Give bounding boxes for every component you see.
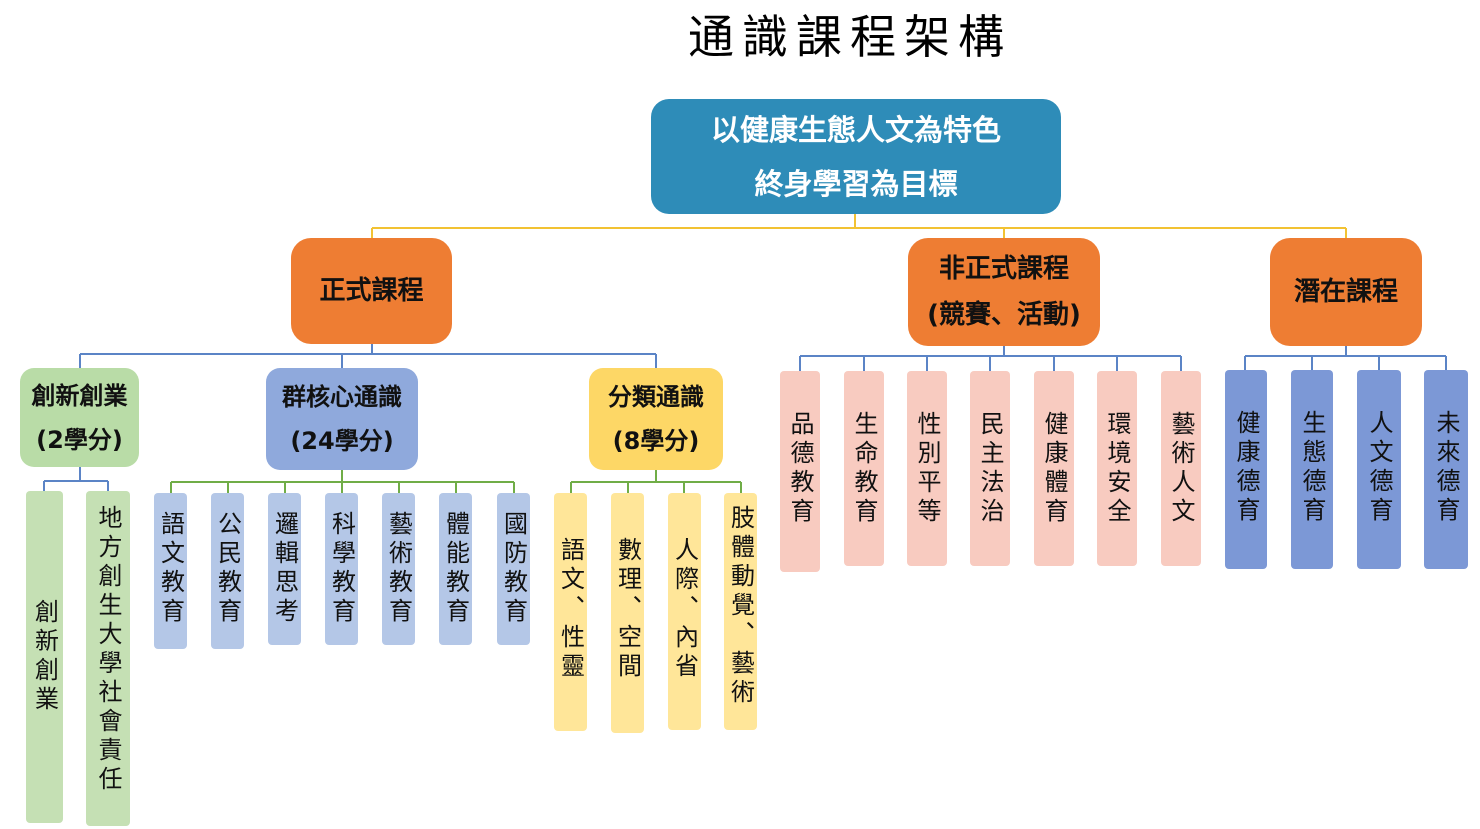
core-item-text: 語文教育	[156, 511, 185, 627]
innovation-item-text: 創新創業	[30, 599, 59, 715]
core-item-text: 體能教育	[441, 511, 470, 627]
category-item-text: 語文、性靈	[556, 537, 585, 682]
informal-item: 環境安全	[1097, 371, 1137, 566]
core-item: 國防教育	[497, 493, 530, 645]
innovation-item: 地方創生大學社會責任	[86, 491, 130, 826]
informal-item-text: 性別平等	[913, 411, 941, 527]
category-item: 人際、內省	[668, 493, 701, 730]
core-item: 體能教育	[439, 493, 472, 645]
latent-course-label: 潛在課程	[1293, 277, 1398, 307]
informal-course-line-1: 非正式課程	[938, 254, 1069, 284]
core-item: 公民教育	[211, 493, 244, 649]
latent-item-text: 健康德育	[1232, 410, 1260, 526]
informal-item: 性別平等	[907, 371, 947, 566]
core-group-line-2: (24學分)	[290, 427, 394, 455]
innovation-group-line-1: 創新創業	[31, 381, 128, 410]
innovation-item-text: 地方創生大學社會責任	[94, 505, 122, 795]
informal-item-text: 藝術人文	[1167, 411, 1195, 527]
core-item-text: 公民教育	[213, 511, 242, 627]
latent-item-text: 人文德育	[1365, 410, 1393, 526]
root-connector	[371, 214, 1347, 238]
informal-item: 品德教育	[780, 371, 820, 572]
formal-connector	[79, 344, 657, 368]
category-group-box: 分類通識 (8學分)	[589, 368, 723, 470]
latent-item: 生態德育	[1291, 370, 1333, 569]
root-line-1: 以健康生態人文為特色	[710, 112, 1001, 147]
core-connector	[170, 470, 515, 493]
core-item-text: 藝術教育	[384, 511, 413, 627]
informal-item: 健康體育	[1034, 371, 1074, 566]
category-item: 肢體動覺、藝術	[724, 493, 757, 730]
formal-course-label: 正式課程	[319, 276, 424, 306]
informal-item: 生命教育	[844, 371, 884, 566]
core-item: 語文教育	[154, 493, 187, 649]
root-goal-box: 以健康生態人文為特色 終身學習為目標	[651, 99, 1061, 214]
latent-item: 未來德育	[1424, 370, 1468, 569]
formal-course-box: 正式課程	[291, 238, 452, 344]
innovation-group-line-2: (2學分)	[36, 425, 123, 454]
category-item: 數理、空間	[611, 493, 644, 733]
category-item-text: 肢體動覺、藝術	[726, 505, 755, 708]
innovation-item: 創新創業	[26, 491, 63, 823]
informal-course-line-2: (競賽、活動)	[927, 300, 1081, 330]
core-item: 藝術教育	[382, 493, 415, 645]
core-item: 科學教育	[325, 493, 358, 645]
latent-item-text: 未來德育	[1432, 410, 1460, 526]
informal-item-text: 環境安全	[1103, 411, 1131, 527]
core-item-text: 邏輯思考	[270, 511, 299, 627]
informal-item-text: 健康體育	[1040, 411, 1068, 527]
category-connector	[570, 470, 742, 493]
innovation-connector	[43, 467, 109, 491]
informal-item-text: 生命教育	[850, 411, 878, 527]
latent-course-box: 潛在課程	[1270, 238, 1422, 346]
informal-item-text: 民主法治	[976, 411, 1004, 527]
latent-item-text: 生態德育	[1298, 410, 1326, 526]
category-item: 語文、性靈	[554, 493, 587, 731]
page-title: 通識課程架構	[688, 10, 1012, 64]
informal-course-box: 非正式課程 (競賽、活動)	[908, 238, 1100, 346]
category-group-line-1: 分類通識	[608, 383, 704, 411]
latent-item: 人文德育	[1357, 370, 1401, 569]
latent-item: 健康德育	[1225, 370, 1267, 569]
category-group-line-2: (8學分)	[612, 427, 700, 455]
category-item-text: 人際、內省	[670, 537, 699, 682]
core-item-text: 國防教育	[499, 511, 528, 627]
root-line-2: 終身學習為目標	[754, 166, 958, 201]
informal-item-text: 品德教育	[786, 411, 814, 527]
core-item: 邏輯思考	[268, 493, 301, 645]
informal-connector	[799, 346, 1182, 371]
informal-item: 民主法治	[970, 371, 1010, 566]
core-group-box: 群核心通識 (24學分)	[266, 368, 418, 470]
core-group-line-1: 群核心通識	[282, 383, 402, 411]
category-item-text: 數理、空間	[613, 537, 642, 682]
informal-item: 藝術人文	[1161, 371, 1201, 566]
innovation-group-box: 創新創業 (2學分)	[20, 368, 139, 467]
latent-connector	[1244, 346, 1447, 370]
core-item-text: 科學教育	[327, 511, 356, 627]
